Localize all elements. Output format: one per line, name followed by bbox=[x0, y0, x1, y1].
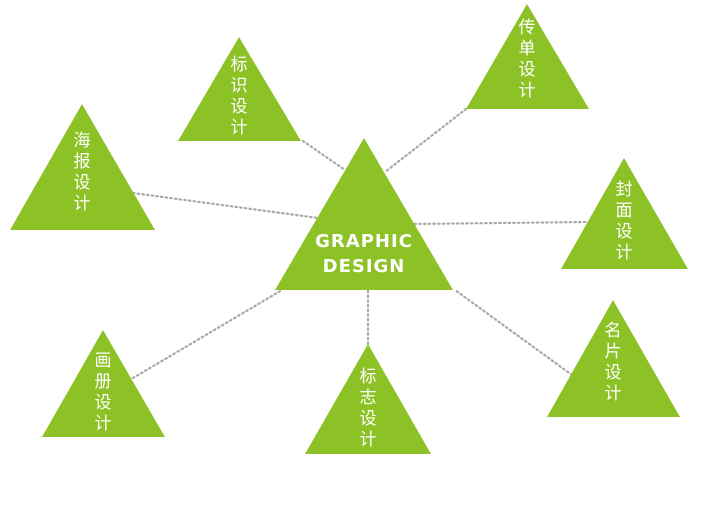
triangle-card bbox=[547, 300, 680, 417]
node-label-logo: 标识设计 bbox=[231, 55, 248, 138]
node-label-flyer: 传单设计 bbox=[519, 18, 536, 101]
connector-logo bbox=[301, 139, 347, 172]
node-poster: 海报设计 bbox=[10, 104, 155, 230]
connector-cover bbox=[410, 220, 592, 226]
node-brochure: 画册设计 bbox=[42, 330, 165, 437]
triangle-cover bbox=[561, 158, 688, 269]
connector-card bbox=[453, 288, 574, 377]
node-label-brochure: 画册设计 bbox=[95, 351, 112, 434]
connector-brochure bbox=[131, 288, 284, 380]
node-logo: 标识设计 bbox=[178, 37, 301, 141]
triangle-poster bbox=[10, 104, 155, 230]
center-label: GRAPHIC DESIGN bbox=[315, 231, 413, 277]
connector-lines bbox=[131, 107, 592, 380]
node-card: 名片设计 bbox=[547, 300, 680, 417]
triangle-brochure bbox=[42, 330, 165, 437]
node-sign: 标志设计 bbox=[305, 344, 431, 454]
center-label-line: DESIGN bbox=[323, 256, 406, 277]
node-cover: 封面设计 bbox=[561, 158, 688, 269]
triangle-logo bbox=[178, 37, 301, 141]
node-label-sign: 标志设计 bbox=[360, 367, 377, 450]
triangle-sign bbox=[305, 344, 431, 454]
center-label-line: GRAPHIC bbox=[315, 231, 413, 252]
node-flyer: 传单设计 bbox=[466, 4, 589, 109]
triangle-flyer bbox=[466, 4, 589, 109]
connector-poster bbox=[131, 191, 320, 220]
node-label-cover: 封面设计 bbox=[616, 180, 633, 263]
node-label-poster: 海报设计 bbox=[74, 131, 91, 214]
triangle-center bbox=[275, 138, 453, 290]
node-center: GRAPHIC DESIGN bbox=[275, 138, 453, 290]
node-label-card: 名片设计 bbox=[605, 321, 622, 404]
connector-flyer bbox=[383, 107, 468, 174]
